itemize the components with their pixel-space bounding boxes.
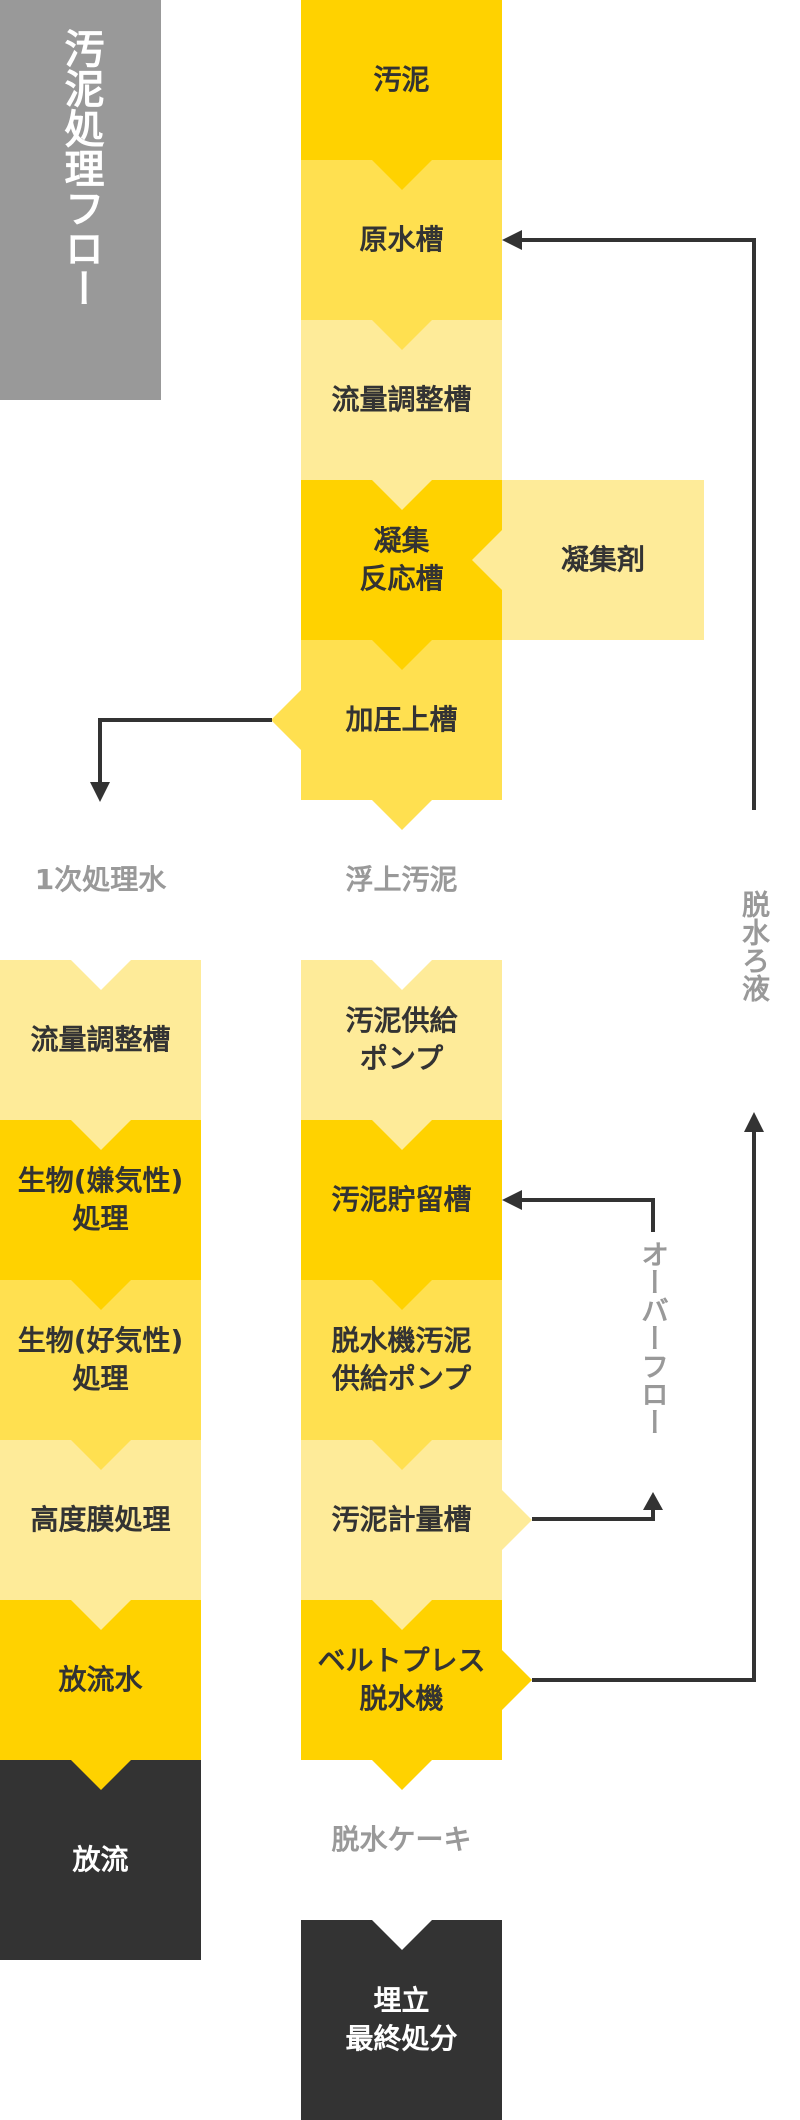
chevron-down-icon bbox=[371, 160, 432, 190]
chevron-down-icon bbox=[371, 1440, 432, 1470]
step-label: 流量調整槽 bbox=[331, 383, 472, 417]
step-label: 埋立 最終処分 bbox=[345, 1984, 458, 2055]
step-sludge-feed-pump: 汚泥供給 ポンプ bbox=[301, 960, 502, 1150]
additive-coagulant: 凝集剤 bbox=[472, 480, 704, 640]
chevron-down-icon bbox=[371, 640, 432, 670]
step-label: 汚泥供給 ポンプ bbox=[345, 1004, 458, 1075]
arrow-line-belt-press-filtrate bbox=[532, 1130, 756, 1682]
arrowhead-left-icon bbox=[502, 230, 522, 250]
chevron-right-icon bbox=[502, 1650, 532, 1710]
chevron-down-icon bbox=[70, 1760, 131, 1790]
chevron-down-icon bbox=[371, 1120, 432, 1150]
chevron-down-icon bbox=[371, 1760, 432, 1790]
chevron-down-icon bbox=[371, 320, 432, 350]
chevron-down-icon bbox=[70, 1280, 131, 1310]
title-text: 汚泥処理フロー bbox=[57, 28, 104, 308]
chevron-right-icon bbox=[502, 1490, 532, 1550]
chevron-down-icon bbox=[371, 480, 432, 510]
arrowhead-up-icon bbox=[643, 1492, 663, 1510]
arrow-line-filtrate-return bbox=[515, 238, 756, 810]
step-label: 高度膜処理 bbox=[30, 1503, 171, 1537]
step-landfill: 埋立 最終処分 bbox=[301, 1920, 502, 2120]
additive-label: 凝集剤 bbox=[560, 543, 645, 577]
step-label: 汚泥計量槽 bbox=[331, 1503, 472, 1537]
step-sludge: 汚泥 bbox=[301, 0, 502, 190]
step-label: 凝集 反応槽 bbox=[359, 524, 444, 595]
step-label: 生物(好気性) 処理 bbox=[17, 1324, 184, 1395]
arrow-line-overflow-up bbox=[532, 1505, 655, 1521]
chevron-left-icon bbox=[271, 690, 301, 750]
arrow-line-primary-water bbox=[98, 718, 272, 785]
label-primary-treated-water: 1次処理水 bbox=[34, 863, 167, 896]
page-title: 汚泥処理フロー bbox=[0, 0, 161, 400]
chevron-down-icon bbox=[70, 1600, 131, 1630]
chevron-down-icon bbox=[371, 800, 432, 830]
step-label: 流量調整槽 bbox=[30, 1023, 171, 1057]
step-label: 生物(嫌気性) 処理 bbox=[17, 1164, 184, 1235]
step-label: 脱水機汚泥 供給ポンプ bbox=[331, 1324, 472, 1395]
chevron-down-icon bbox=[70, 1120, 131, 1150]
chevron-down-icon bbox=[371, 1280, 432, 1310]
left-step-flow-adjust: 流量調整槽 bbox=[0, 960, 201, 1150]
arrowhead-down-icon bbox=[90, 782, 110, 802]
step-dewatering-feed-pump: 脱水機汚泥 供給ポンプ bbox=[301, 1280, 502, 1470]
label-filtrate: 脱水ろ液 bbox=[738, 890, 771, 1002]
left-step-discharge: 放流 bbox=[0, 1760, 201, 1960]
step-label: 放流 bbox=[72, 1843, 129, 1877]
notch bbox=[371, 1920, 432, 1950]
notch bbox=[371, 960, 432, 990]
step-label: 汚泥貯留槽 bbox=[331, 1183, 472, 1217]
chevron-down-icon bbox=[371, 1600, 432, 1630]
step-label: 原水槽 bbox=[359, 223, 444, 257]
label-floating-sludge: 浮上汚泥 bbox=[345, 863, 458, 896]
notch bbox=[70, 960, 131, 990]
label-dewatered-cake: 脱水ケーキ bbox=[331, 1823, 472, 1856]
arrowhead-up-icon bbox=[744, 1112, 764, 1132]
chevron-left-icon bbox=[472, 530, 502, 590]
step-label: 加圧上槽 bbox=[345, 703, 458, 737]
step-label: 放流水 bbox=[58, 1663, 143, 1697]
step-label: ベルトプレス 脱水機 bbox=[317, 1644, 486, 1715]
chevron-down-icon bbox=[70, 1440, 131, 1470]
step-coagulation-tank: 凝集 反応槽 bbox=[301, 480, 502, 670]
step-belt-press: ベルトプレス 脱水機 bbox=[301, 1600, 532, 1790]
label-overflow: オーバーフロー bbox=[637, 1240, 670, 1436]
step-label: 汚泥 bbox=[373, 63, 430, 97]
step-sludge-storage-tank: 汚泥貯留槽 bbox=[301, 1120, 502, 1310]
arrow-line-overflow-in bbox=[515, 1198, 655, 1232]
arrowhead-left-icon bbox=[502, 1190, 522, 1210]
left-step-membrane: 高度膜処理 bbox=[0, 1440, 201, 1630]
